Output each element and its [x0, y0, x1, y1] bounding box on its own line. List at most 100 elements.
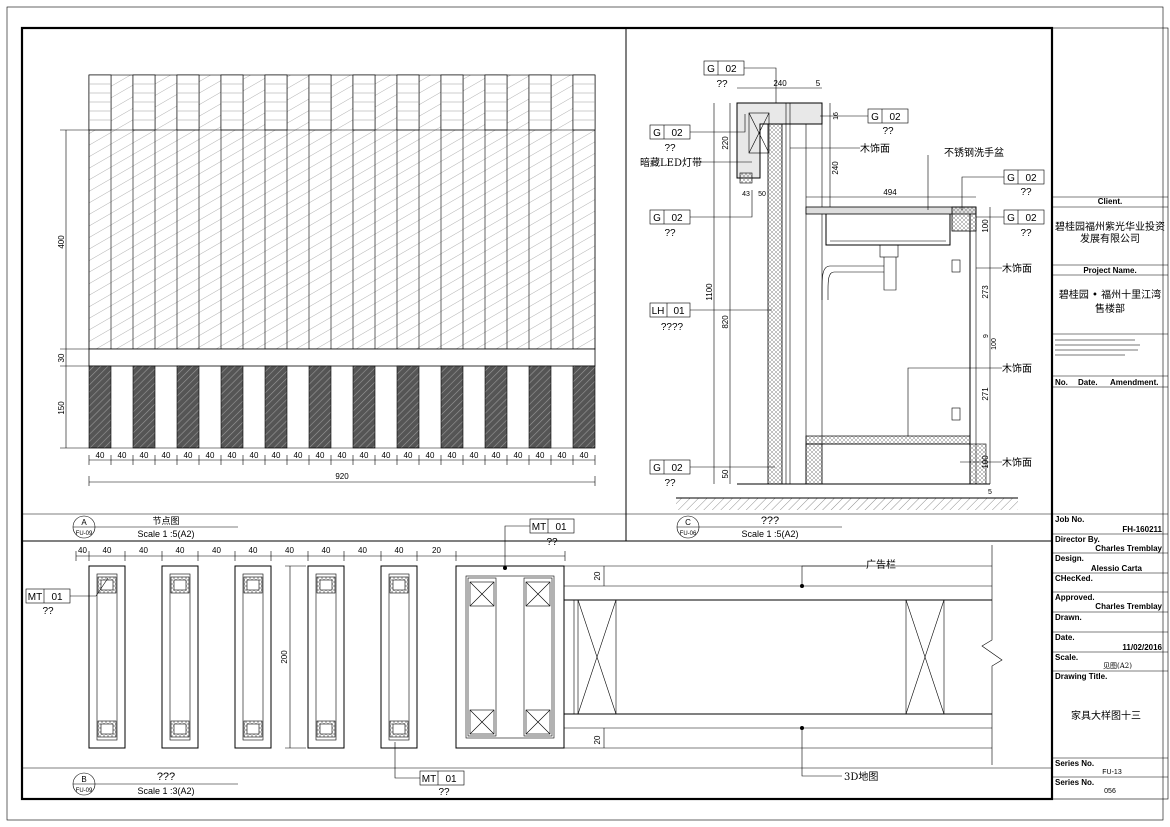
client-label: Client. — [1098, 197, 1122, 206]
dim-label: 40 — [250, 451, 259, 460]
post-inner — [388, 573, 410, 741]
elevation-base-block — [352, 365, 376, 449]
tag-box — [703, 60, 745, 76]
post-outer — [380, 565, 418, 749]
tag-box — [649, 459, 691, 475]
tag-code: G — [653, 128, 661, 139]
scale-c: Scale 1 :5(A2) — [741, 529, 798, 539]
project-name-1: 碧桂园 • 福州十里江湾 — [1059, 288, 1161, 301]
title-block: Client. 碧桂园福州紫光华业投资 发展有限公司 Project Name.… — [1052, 196, 1168, 795]
title-block-border — [1051, 27, 1169, 800]
tag-sub: ?? — [1020, 187, 1032, 198]
dim-50-b: 50 — [721, 469, 730, 478]
tag-num: 02 — [889, 112, 901, 123]
title-c: ??? — [761, 515, 779, 527]
cross-x — [469, 581, 495, 607]
series-value-1: FU-13 — [1102, 769, 1122, 776]
post-cap-inner — [319, 579, 333, 591]
post-inner — [315, 573, 337, 741]
dim-273: 273 — [981, 285, 990, 299]
cabinet-bottom — [805, 435, 971, 445]
leader-mt01-top — [504, 525, 530, 568]
tag-box — [649, 302, 691, 318]
tag-num: 01 — [555, 522, 567, 533]
tag-box — [1003, 169, 1045, 185]
post-cap-inner — [319, 723, 333, 735]
elevation-base-block — [440, 365, 464, 449]
section-c: 240 5 16 240 494 43 50 220 1100 820 50 1… — [640, 60, 1045, 539]
cross-x — [469, 709, 495, 735]
design-value: Alessio Carta — [1091, 564, 1143, 573]
leader-line — [907, 367, 1002, 436]
elevation-base-block — [88, 365, 112, 449]
dim-label: 40 — [536, 451, 545, 460]
job-value: FH-160211 — [1122, 525, 1162, 534]
elevation-slat-top — [440, 74, 464, 131]
bubble-b-ref: FU-09 — [76, 788, 93, 794]
dim-200: 200 — [280, 650, 289, 664]
outer-border — [6, 6, 1164, 821]
tag-sub: ?? — [438, 787, 450, 798]
tag-code: G — [1007, 213, 1015, 224]
post-cap-inner — [392, 723, 406, 735]
elevation-slat-top — [220, 74, 244, 131]
dim-271: 271 — [981, 387, 990, 401]
bubble-c-letter: C — [685, 518, 691, 527]
elevation-slat-top — [528, 74, 552, 131]
tag-box — [419, 770, 465, 786]
dim-100: 100 — [981, 219, 990, 233]
tag-g02-bottom: G 02 ?? — [649, 459, 691, 489]
post-cap-inner — [246, 579, 260, 591]
large-post-outer — [455, 565, 565, 749]
elevation-rail — [88, 348, 596, 367]
post-cap-inner — [173, 579, 187, 591]
tag-sub: ?? — [546, 537, 558, 548]
tag-g02-top: G 02 ?? — [703, 60, 745, 90]
total-dim-920: 920 — [335, 472, 349, 481]
post-cap-inner — [246, 723, 260, 735]
elevation-slat-top — [308, 74, 332, 131]
post-cap-inner — [100, 579, 114, 591]
large-post-inner — [465, 575, 555, 739]
date-label: Date. — [1055, 633, 1075, 642]
tag-mt01-top: MT 01 ?? — [529, 518, 575, 548]
dim-label: 40 — [249, 546, 258, 555]
led-strip — [739, 172, 753, 184]
elevation-base-block — [396, 365, 420, 449]
dim-220: 220 — [721, 136, 730, 150]
post-outer — [161, 565, 199, 749]
tag-num: 02 — [671, 213, 683, 224]
tag-mt01-bottom: MT 01 ?? — [419, 770, 465, 798]
tag-num: 01 — [51, 592, 63, 603]
leader-mt01-bottom — [394, 742, 420, 779]
dim-label: 40 — [139, 546, 148, 555]
post-inner — [242, 573, 264, 741]
label-wood-panel-2: 木饰面 — [1002, 262, 1032, 275]
elevation-base-block — [264, 365, 288, 449]
dim-label: 40 — [294, 451, 303, 460]
leader-line — [690, 114, 746, 133]
dim-100-b: 100 — [991, 338, 998, 350]
tag-sub: ?? — [664, 478, 676, 489]
label-led-strip: 暗藏LED灯带 — [640, 156, 702, 169]
leader-3d — [801, 728, 842, 777]
elevation-base-block — [220, 365, 244, 449]
label-wood-panel-4: 木饰面 — [1002, 456, 1032, 469]
dim-5-top: 5 — [816, 79, 821, 88]
checked-label: CHecKed. — [1055, 574, 1093, 583]
tag-sub: ?? — [716, 79, 728, 90]
post-cap-inner — [100, 723, 114, 735]
plinth-block — [805, 443, 823, 485]
dim-label: 40 — [103, 546, 112, 555]
dim-30: 30 — [57, 353, 66, 362]
beam-cross-box — [905, 599, 945, 715]
dim-label: 40 — [228, 451, 237, 460]
drawing-title: 家具大样图十三 — [1071, 709, 1141, 722]
section-leaders — [690, 67, 1004, 468]
label-ad-panel: 广告栏 — [866, 558, 896, 571]
scale-a: Scale 1 :5(A2) — [137, 529, 194, 539]
section-dimensions: 240 5 16 240 494 43 50 220 1100 820 50 1… — [705, 79, 998, 496]
